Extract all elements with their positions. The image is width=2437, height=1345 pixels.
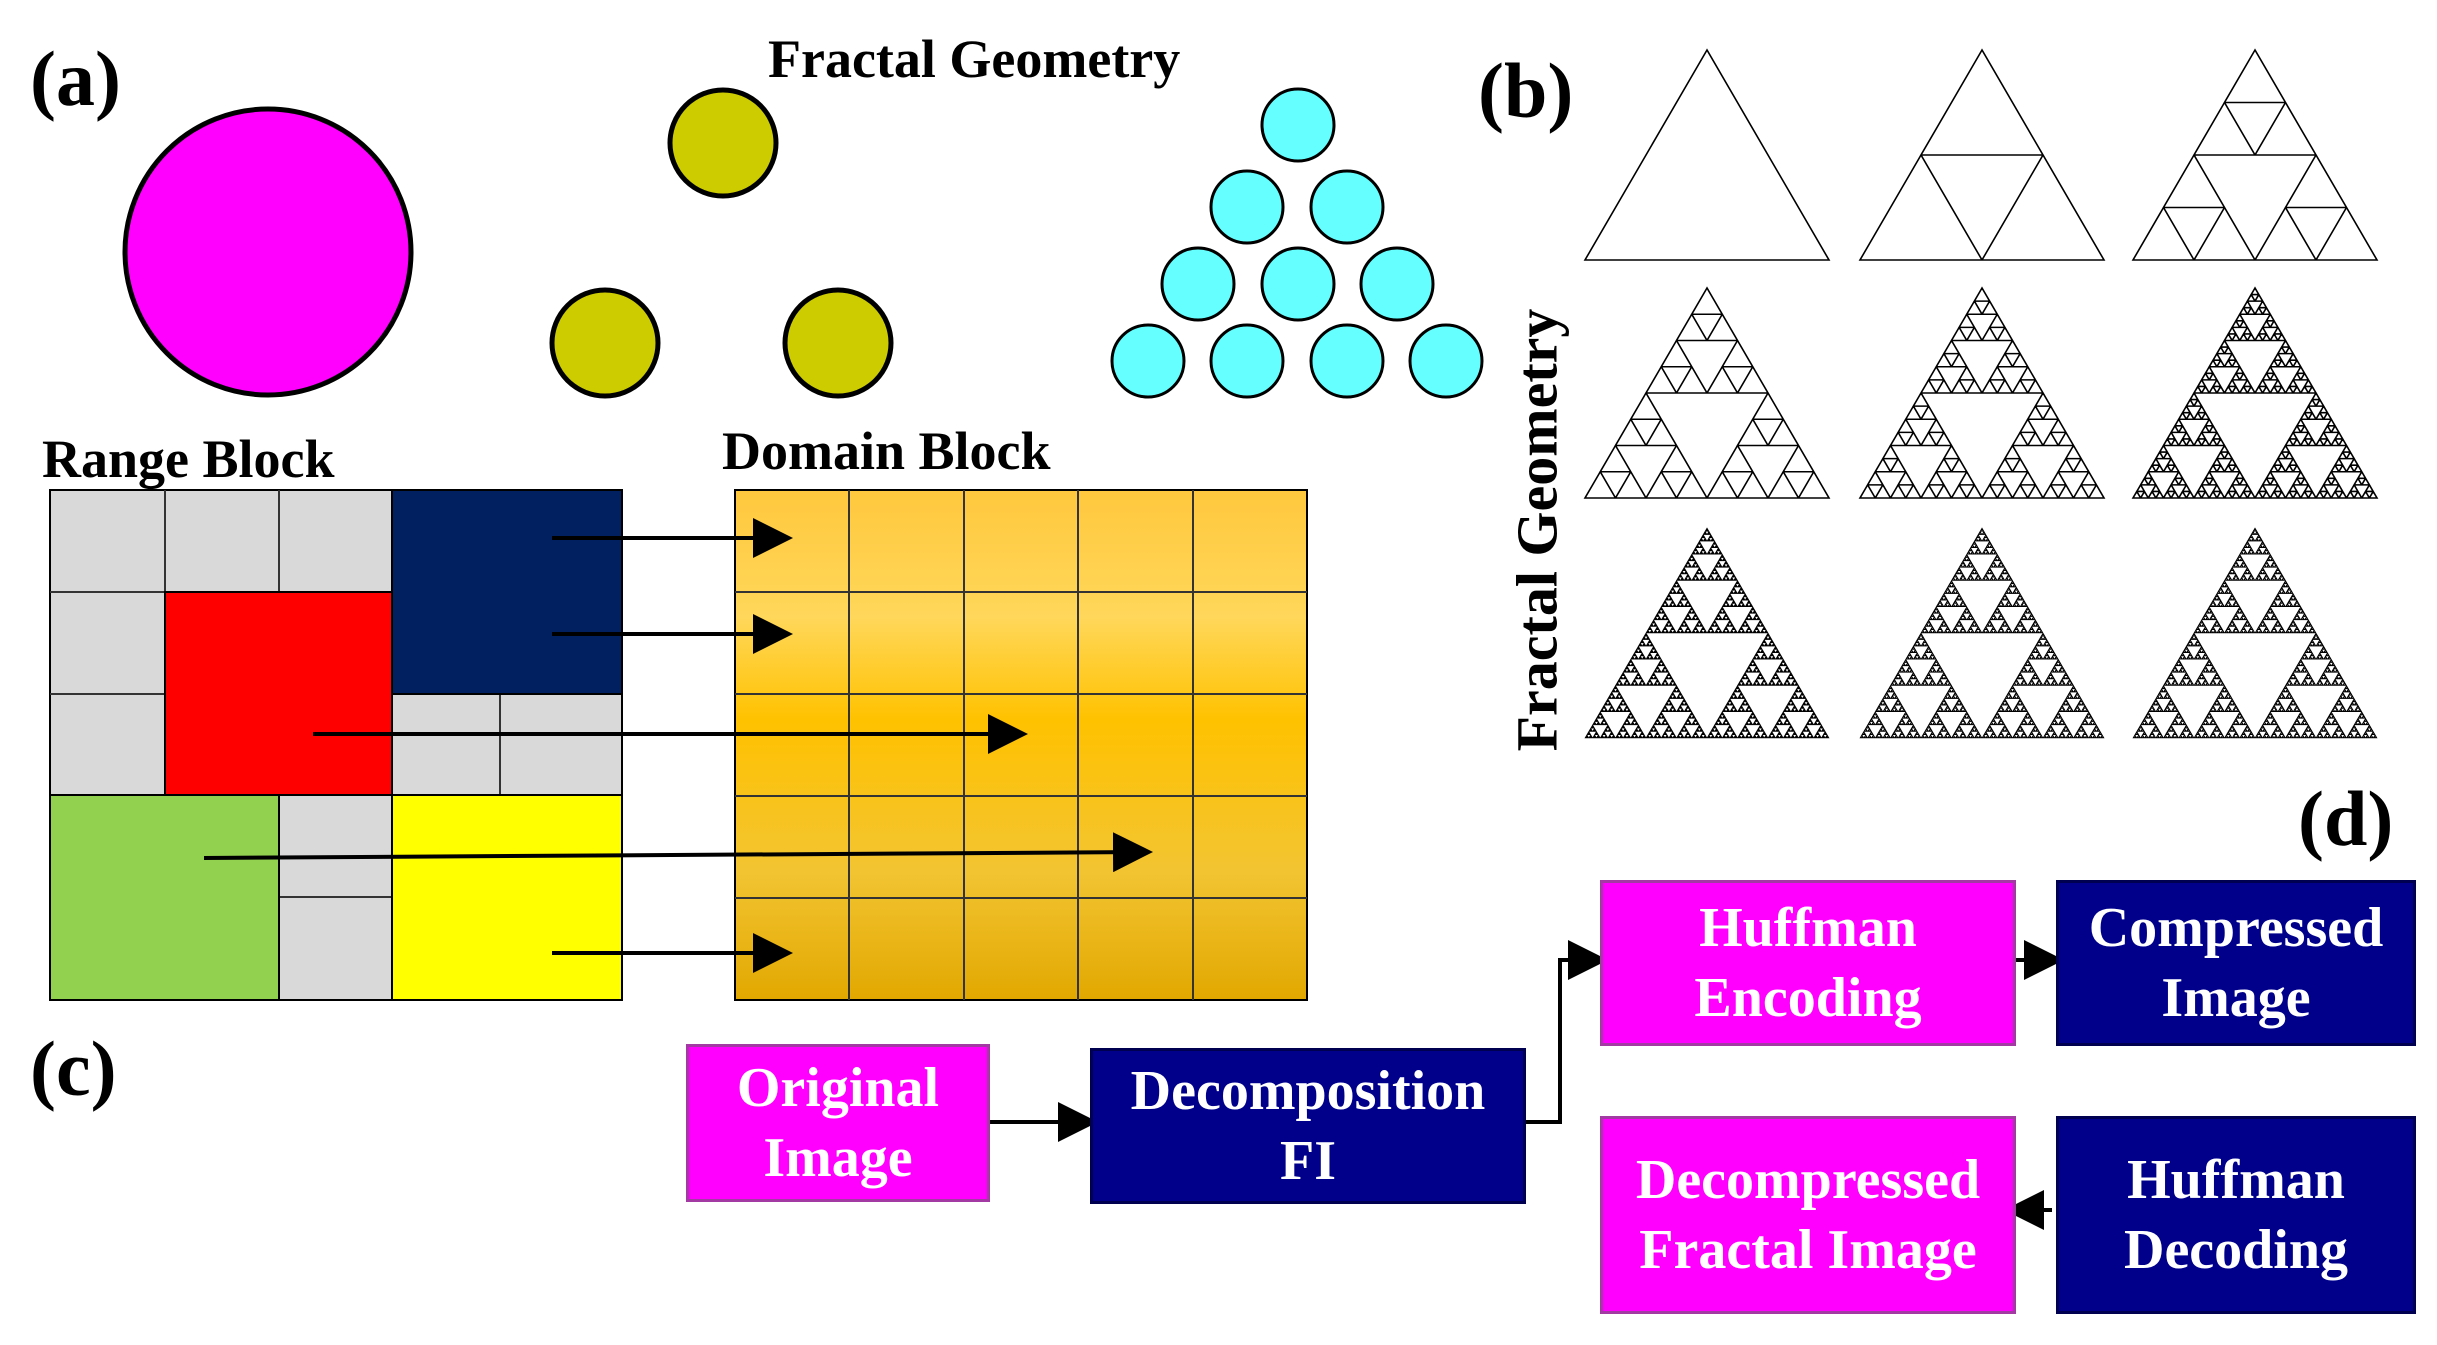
domain-block xyxy=(734,489,1308,1001)
sierpinski-triangle-level-5 xyxy=(2131,286,2379,499)
panel-a-label: (a) xyxy=(30,35,121,122)
cyan-circle xyxy=(1309,323,1385,399)
cyan-circle-triangle xyxy=(1110,87,1484,399)
arrow-green xyxy=(203,832,1153,873)
olive-circle-right xyxy=(782,287,894,399)
huffman-encoding-line2: Encoding xyxy=(1694,967,1922,1029)
sierpinski-grid xyxy=(1583,48,2379,739)
sierpinski-triangle-level-3 xyxy=(1583,286,1831,499)
original-image-line2: Image xyxy=(763,1127,913,1189)
sierpinski-triangle-level-0 xyxy=(1583,48,1831,261)
panel-c-label: (c) xyxy=(30,1025,117,1112)
huffman-decoding-box: Huffman Decoding xyxy=(2056,1116,2416,1314)
cyan-circle xyxy=(1260,246,1336,322)
huffman-encoding-line1: Huffman xyxy=(1699,897,1917,959)
decompressed-line1: Decompressed xyxy=(1635,1149,1981,1211)
decomposition-line1: Decomposition xyxy=(1130,1060,1486,1122)
huffman-decoding-line2: Decoding xyxy=(2124,1219,2348,1281)
panel-b-label: (b) xyxy=(1478,47,1574,134)
compressed-image-line1: Compressed xyxy=(2088,897,2384,959)
decomposition-line2: FI xyxy=(1280,1130,1336,1192)
original-image-box: Original Image xyxy=(686,1044,990,1202)
panel-b-side-title: Fractal Geometry xyxy=(1504,308,1570,752)
panel-a-circles xyxy=(122,87,1484,399)
cyan-circle xyxy=(1260,87,1336,163)
olive-circle-top xyxy=(667,87,779,199)
decomposition-box: Decomposition FI xyxy=(1090,1048,1526,1204)
range-red-block xyxy=(164,591,393,796)
cyan-circle xyxy=(1209,169,1285,245)
decompressed-line2: Fractal Image xyxy=(1639,1219,1977,1281)
cyan-circle xyxy=(1309,169,1385,245)
mapping-arrows xyxy=(203,518,1153,973)
sierpinski-triangle-level-8 xyxy=(2132,527,2378,739)
big-magenta-circle xyxy=(122,106,414,398)
arrow-decomposition-to-huffman xyxy=(1524,940,1608,1124)
range-navy-block xyxy=(391,489,623,695)
sierpinski-triangle-level-7 xyxy=(1859,527,2105,739)
sierpinski-triangle-level-4 xyxy=(1858,286,2106,499)
decompressed-fractal-image-box: Decompressed Fractal Image xyxy=(1600,1116,2016,1314)
cyan-circle xyxy=(1110,323,1186,399)
cyan-circle xyxy=(1160,246,1236,322)
range-block-title: Range Block xyxy=(42,429,335,489)
panel-a-title: Fractal Geometry xyxy=(768,29,1181,89)
cyan-circle xyxy=(1359,246,1435,322)
range-block xyxy=(49,489,623,1001)
sierpinski-triangle-level-1 xyxy=(1858,48,2106,261)
flow-arrows xyxy=(988,940,2064,1230)
cyan-circle xyxy=(1408,323,1484,399)
huffman-decoding-line1: Huffman xyxy=(2127,1149,2345,1211)
range-yellow-block xyxy=(391,794,623,1001)
sierpinski-triangle-level-6 xyxy=(1584,527,1830,739)
panel-d-label: (d) xyxy=(2298,775,2394,862)
compressed-image-line2: Image xyxy=(2161,967,2311,1029)
huffman-encoding-box: Huffman Encoding xyxy=(1600,880,2016,1046)
cyan-circle xyxy=(1209,323,1285,399)
original-image-line1: Original xyxy=(736,1057,940,1119)
olive-circle-left xyxy=(549,287,661,399)
compressed-image-box: Compressed Image xyxy=(2056,880,2416,1046)
range-green-block xyxy=(49,794,280,1001)
domain-block-title: Domain Block xyxy=(722,421,1051,481)
sierpinski-triangle-level-2 xyxy=(2131,48,2379,261)
